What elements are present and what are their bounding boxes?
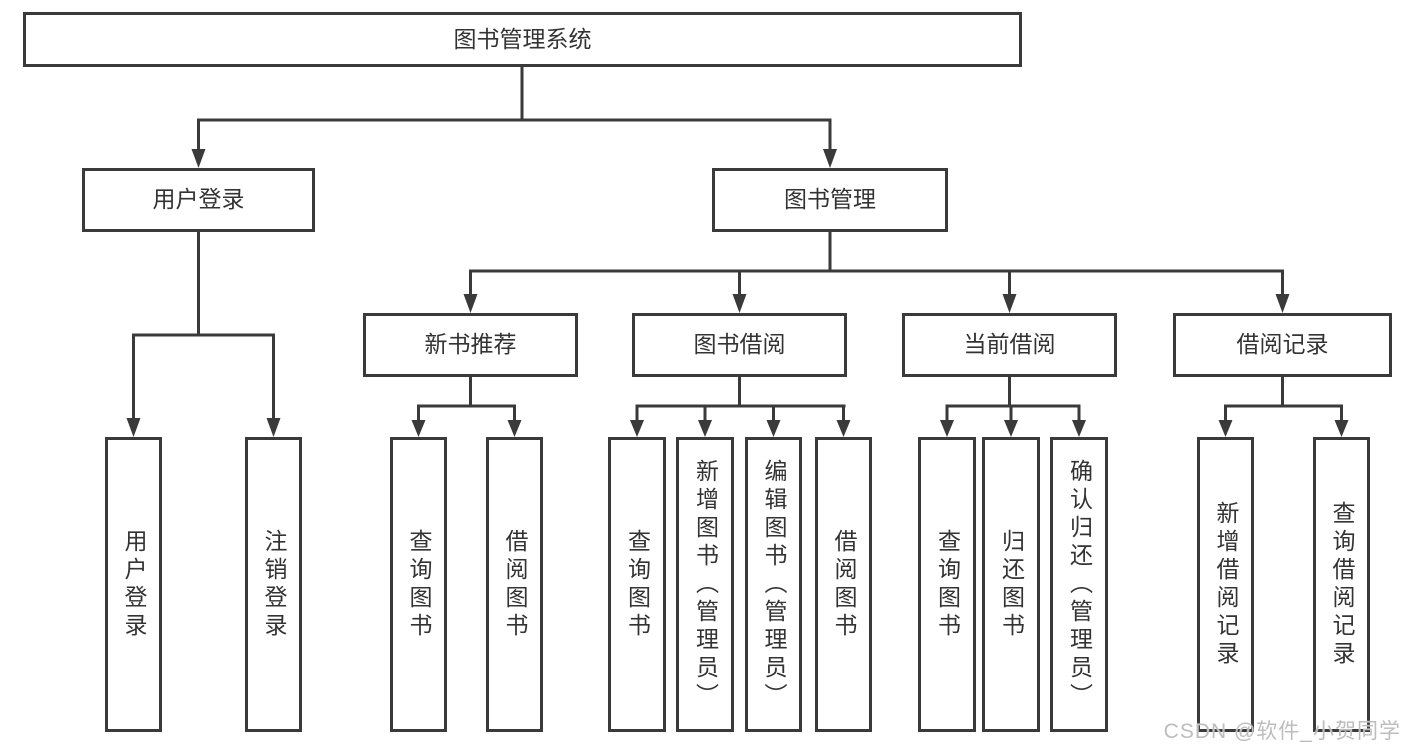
leaf-user-login: 用户登录	[105, 437, 162, 732]
node-user-login: 用户登录	[82, 168, 315, 232]
node-book-borrowing: 图书借阅	[632, 313, 847, 377]
leaf-borrow-books-recommend: 借阅图书	[486, 437, 543, 732]
leaf-label: 查询借阅记录	[1329, 500, 1355, 669]
leaf-label: 归还图书	[998, 528, 1025, 641]
node-new-book-recommend: 新书推荐	[363, 313, 578, 377]
leaf-label: 借阅图书	[831, 528, 857, 641]
node-label: 当前借阅	[963, 331, 1056, 358]
node-label: 用户登录	[152, 186, 245, 213]
node-current-borrowing: 当前借阅	[902, 313, 1117, 377]
node-label: 新书推荐	[424, 331, 517, 358]
leaf-logout: 注销登录	[245, 437, 302, 732]
leaf-query-borrow-record: 查询借阅记录	[1313, 437, 1370, 732]
leaf-label: 查询图书	[624, 528, 651, 641]
leaf-label: 用户登录	[121, 528, 147, 641]
node-book-management: 图书管理	[712, 168, 948, 232]
leaf-query-books-recommend: 查询图书	[390, 437, 447, 732]
leaf-label: 查询图书	[934, 528, 961, 641]
leaf-label: 借阅图书	[502, 528, 528, 641]
leaf-edit-books-admin: 编辑图书（管理员）	[745, 437, 802, 732]
leaf-label: 查询图书	[406, 528, 432, 641]
leaf-borrow-books: 借阅图书	[815, 437, 872, 732]
node-label: 图书管理系统	[453, 25, 592, 52]
node-label: 图书借阅	[693, 331, 786, 358]
leaf-query-books-borrowing: 查询图书	[608, 437, 666, 732]
node-book-management-system: 图书管理系统	[23, 12, 1022, 67]
watermark: CSDN @软件_小贺同学	[1163, 720, 1401, 743]
node-label: 借阅记录	[1236, 331, 1329, 358]
leaf-label: 注销登录	[261, 528, 287, 641]
leaf-return-books: 归还图书	[982, 437, 1040, 732]
leaf-label: 新增借阅记录	[1213, 500, 1239, 669]
leaf-add-borrow-record: 新增借阅记录	[1197, 437, 1254, 732]
leaf-query-books-current: 查询图书	[918, 437, 976, 732]
leaf-label: 确认归还（管理员）	[1066, 458, 1093, 711]
leaf-label: 新增图书（管理员）	[692, 458, 719, 711]
node-label: 图书管理	[784, 186, 876, 213]
node-borrowing-records: 借阅记录	[1173, 313, 1392, 377]
leaf-confirm-return-admin: 确认归还（管理员）	[1050, 437, 1108, 732]
leaf-label: 编辑图书（管理员）	[761, 458, 787, 711]
leaf-add-books-admin: 新增图书（管理员）	[676, 437, 734, 732]
